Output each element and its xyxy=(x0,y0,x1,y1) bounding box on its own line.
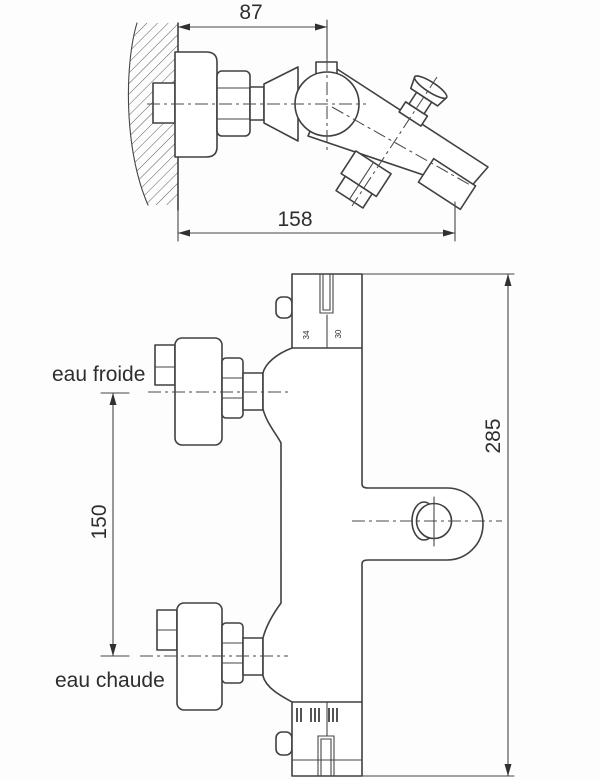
bottom-block-slot xyxy=(317,735,335,777)
label-hot-inlet: eau chaude xyxy=(55,669,165,692)
dimension-285: 285 xyxy=(361,273,515,777)
centerline-diverter-axis xyxy=(351,76,438,207)
dimension-150: 150 xyxy=(88,392,130,657)
dim-87-value: 87 xyxy=(239,1,262,24)
concealed-fitting xyxy=(152,82,176,124)
dim-150-value: 150 xyxy=(88,504,111,539)
label-cold-inlet: eau froide xyxy=(52,363,145,386)
side-view: 87 158 xyxy=(127,1,489,242)
top-block-slot xyxy=(319,273,334,314)
cartridge-mark-left: 34 xyxy=(302,330,311,339)
body-cone xyxy=(263,66,299,142)
dimension-158: 158 xyxy=(177,201,456,242)
dim-158-value: 158 xyxy=(277,208,312,231)
shower-outlet xyxy=(335,150,392,209)
top-button xyxy=(275,296,293,319)
front-view: 34 30 eau froide eau chaude xyxy=(52,273,515,777)
spout-aerator xyxy=(417,157,477,211)
dimension-87: 87 xyxy=(177,1,328,59)
wall-curve xyxy=(127,22,149,206)
flow-scale-ticks xyxy=(296,708,338,722)
cartridge-mark-right: 30 xyxy=(334,329,343,338)
mixer-body-outline xyxy=(262,273,484,777)
dim-285-value: 285 xyxy=(482,418,505,453)
bottom-button xyxy=(275,731,293,756)
centerline-spout-axis xyxy=(331,106,473,187)
